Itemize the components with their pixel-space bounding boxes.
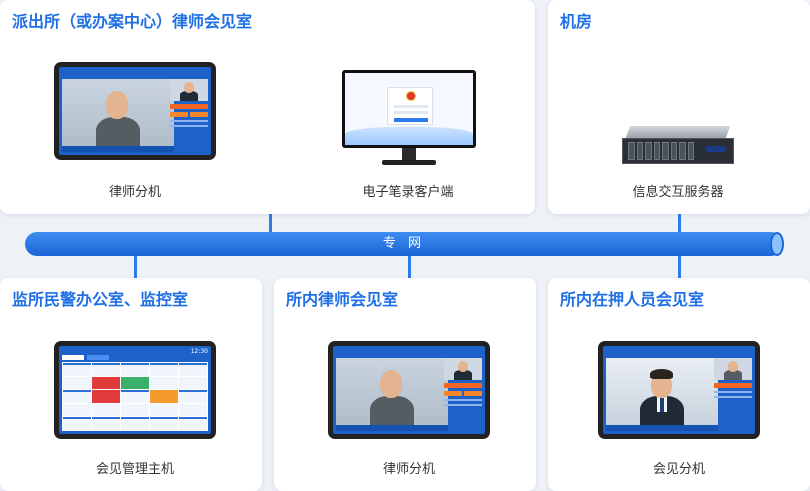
action-button-right[interactable] (190, 112, 208, 117)
lawyer-room-card: 所内律师会见室 律师分机 (274, 278, 536, 491)
login-button[interactable] (394, 118, 428, 122)
police-station-card: 派出所（或办案中心）律师会见室 律师分机 (0, 0, 535, 214)
connector-police-office (134, 254, 137, 278)
server-caption: 信息交互服务器 (632, 185, 724, 200)
screen-clock: 12:30 (190, 348, 208, 355)
private-network-bus: 专 网 (25, 232, 783, 256)
lawyer-terminal-caption: 律师分机 (108, 185, 161, 200)
machine-room-title: 机房 (560, 12, 593, 31)
video-feed-3 (606, 358, 718, 430)
lawyer-terminal-device (54, 62, 216, 160)
action-button-right-2[interactable] (464, 391, 482, 396)
management-host-device: 12:30 (54, 341, 216, 439)
hangup-button[interactable] (170, 104, 208, 109)
username-field[interactable] (394, 105, 428, 108)
detainee-room-card: 所内在押人员会见室 会见分机 (548, 278, 810, 491)
meeting-terminal-device (598, 341, 760, 439)
self-view-thumbnail-3 (714, 358, 752, 380)
network-label: 专 网 (382, 236, 426, 251)
status-bar (62, 146, 174, 152)
detainee-room-title: 所内在押人员会见室 (560, 290, 705, 309)
police-office-card: 监所民警办公室、监控室 12:30 会见管理主机 (0, 278, 262, 491)
connector-detainee-room (678, 254, 681, 278)
lawyer-terminal-2-caption: 律师分机 (382, 462, 435, 477)
connector-lawyer-room (408, 254, 411, 278)
police-station-title: 派出所（或办案中心）律师会见室 (12, 12, 253, 31)
video-feed (62, 79, 174, 151)
login-panel (387, 87, 433, 125)
action-button-left[interactable] (170, 112, 188, 117)
machine-room-card: 机房 (548, 0, 810, 214)
bus-end-cap (770, 232, 784, 256)
screen-tab-1[interactable] (62, 355, 84, 360)
suited-person-figure (636, 364, 688, 430)
self-view-thumbnail-2 (444, 358, 482, 380)
lawyer-terminal-device-2 (328, 341, 490, 439)
lawyer-person-figure (92, 85, 144, 151)
emblem-icon (406, 91, 416, 101)
hangup-button-2[interactable] (444, 383, 482, 388)
action-button-left-2[interactable] (444, 391, 462, 396)
connector-machine-room (678, 214, 681, 234)
screen-tab-2[interactable] (87, 355, 109, 360)
connector-police-station (269, 214, 272, 234)
management-host-caption: 会见管理主机 (95, 462, 174, 477)
lawyer-person-figure-2 (366, 364, 418, 430)
server-device (622, 126, 734, 166)
hangup-button-3[interactable] (714, 383, 752, 388)
record-client-monitor (342, 70, 476, 166)
record-client-caption: 电子笔录客户端 (362, 185, 454, 200)
lawyer-room-title: 所内律师会见室 (286, 290, 399, 309)
video-feed-2 (336, 358, 448, 430)
police-office-title: 监所民警办公室、监控室 (12, 290, 189, 309)
meeting-terminal-caption: 会见分机 (652, 462, 705, 477)
password-field[interactable] (394, 111, 428, 114)
self-view-thumbnail (170, 79, 208, 101)
room-status-grid (62, 362, 208, 431)
